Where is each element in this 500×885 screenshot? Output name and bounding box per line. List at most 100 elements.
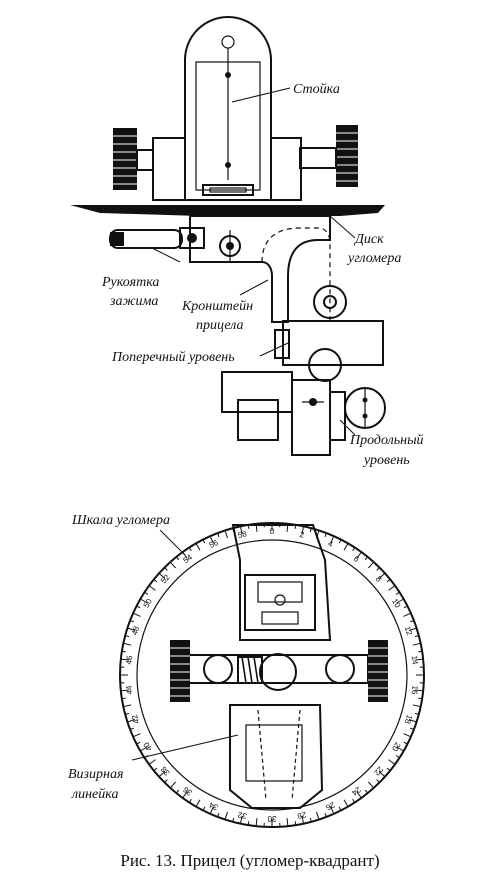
label-handle-1: Рукоятка [101, 275, 159, 290]
dial-number: 34 [207, 800, 219, 812]
dial-tick [153, 767, 158, 772]
dial-tick [136, 605, 141, 609]
dial-tick [169, 561, 177, 569]
dial-tick [309, 817, 312, 822]
dial-tick [294, 821, 297, 826]
dial-tick [415, 658, 424, 661]
dial-tick [129, 620, 135, 623]
dial-tick [364, 789, 369, 794]
dial-tick [286, 818, 289, 827]
dial-tick [195, 799, 201, 807]
dial-tick [415, 689, 424, 692]
dial-tick [255, 818, 258, 827]
dial-number: 58 [237, 529, 248, 540]
dial-tick [136, 741, 141, 745]
dial-tick [396, 746, 404, 752]
side-elevation [70, 16, 386, 456]
dial-tick [414, 635, 419, 638]
dial-tick [403, 733, 412, 738]
dial-number: 30 [267, 814, 276, 823]
dial-tick [121, 650, 126, 653]
dial-number: 36 [181, 784, 194, 797]
plan-right-knob [368, 640, 388, 702]
dial-tick [153, 578, 158, 583]
dial-tick [125, 635, 130, 638]
dial-tick [414, 712, 419, 715]
dial-tick [403, 605, 408, 609]
dial-number: 22 [372, 765, 385, 778]
dial-tick [169, 781, 177, 789]
dial-tick [396, 598, 404, 604]
dial-number: 2 [299, 530, 306, 540]
label-long-level-2: уровень [362, 453, 410, 468]
dial-tick [127, 627, 136, 631]
dial-tick [388, 585, 396, 591]
dial-tick [386, 767, 391, 772]
dial-tick [239, 815, 243, 824]
dial-tick [409, 727, 415, 730]
dial-number: 52 [159, 572, 172, 585]
dial-number: 28 [296, 810, 307, 821]
dial-tick [123, 642, 132, 646]
dial-number: 44 [124, 685, 134, 695]
dial-tick [202, 806, 206, 811]
dial-tick [239, 526, 243, 535]
dial-tick [129, 727, 135, 730]
dial-tick [378, 572, 386, 580]
dial-ticks [120, 523, 424, 827]
dial-tick [343, 799, 349, 807]
dial-tick [301, 526, 305, 535]
dial-tick [140, 598, 148, 604]
dial-tick [403, 612, 412, 617]
dial-number: 42 [130, 713, 141, 725]
dial-tick [376, 779, 380, 783]
label-sight-2: линейка [71, 787, 118, 802]
dial-tick [144, 591, 149, 595]
dial-tick [123, 704, 132, 708]
dial-number: 40 [141, 740, 154, 753]
dial-tick [247, 821, 250, 826]
label-bracket-2: прицела [196, 318, 244, 333]
dial-tick [408, 719, 417, 723]
dial-tick [120, 658, 129, 661]
dial-tick [195, 543, 201, 551]
dial-number: 8 [374, 574, 384, 584]
dial-tick [367, 781, 375, 789]
label-long-level-1: Продольный [349, 433, 424, 448]
dial-tick [158, 770, 166, 778]
dial-tick [188, 547, 192, 552]
dial-tick [217, 812, 220, 818]
dial-tick [386, 578, 391, 583]
dial-number: 54 [181, 552, 194, 565]
dial-tick [352, 798, 356, 803]
dial-number: 20 [390, 741, 403, 754]
dial-tick [209, 535, 214, 544]
label-handle-2: зажима [109, 294, 158, 309]
dial-number: 4 [326, 539, 334, 549]
dial-number: 16 [410, 685, 420, 695]
dial-tick [125, 712, 130, 715]
dial-tick [418, 697, 423, 700]
dial-tick [395, 755, 400, 759]
dial-tick [412, 704, 421, 708]
dial-number: 6 [352, 554, 361, 564]
dial-tick [364, 556, 369, 561]
dial-tick [378, 770, 386, 778]
dial-tick [376, 567, 380, 571]
dial-number: 18 [403, 714, 414, 726]
dial-tick [343, 543, 349, 551]
dial-tick [316, 811, 320, 820]
label-disk-1: Диск [353, 232, 384, 247]
dial-tick [412, 642, 421, 646]
dial-tick [121, 697, 126, 700]
dial-number: 26 [324, 800, 336, 812]
dial-number: 24 [350, 785, 363, 798]
dial-tick [367, 561, 375, 569]
dial-tick [338, 539, 342, 544]
dial-tick [330, 806, 335, 815]
dial-number: 50 [142, 597, 155, 610]
dial-tick [182, 791, 188, 799]
dial-number: 14 [410, 655, 420, 665]
